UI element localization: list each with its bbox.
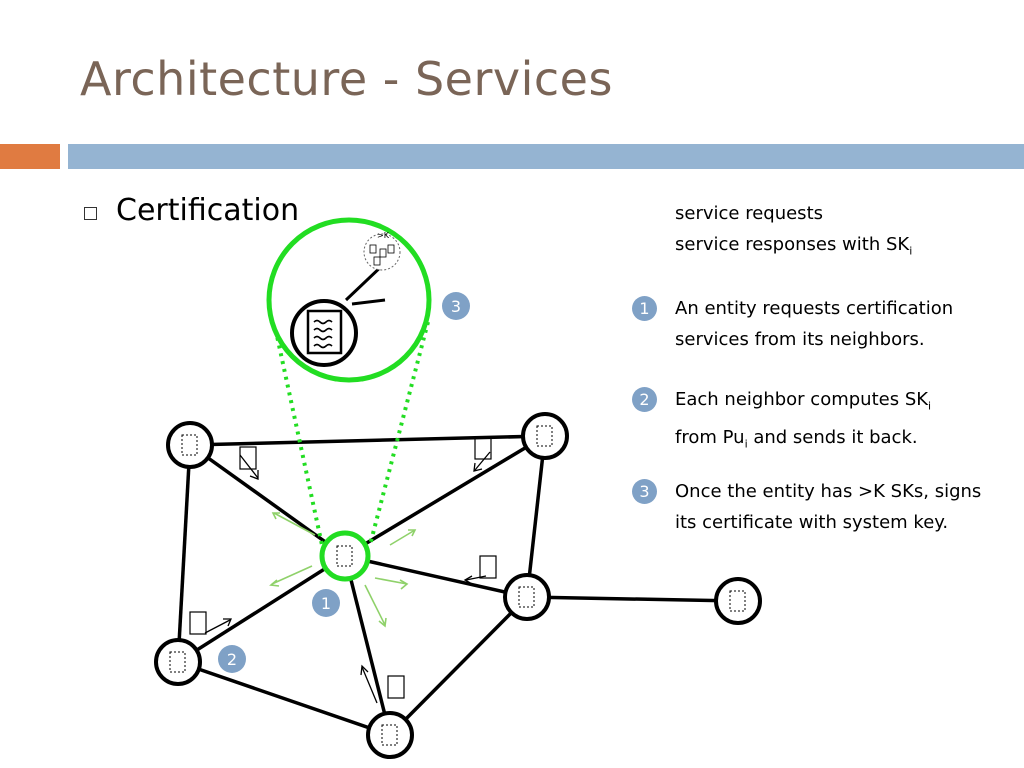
diagram-badge-1: 1 — [312, 589, 340, 617]
edge — [177, 554, 346, 664]
slide-title: Architecture - Services — [80, 52, 613, 106]
step-2: 2 Each neighbor computes SKi from Pui an… — [632, 384, 1012, 450]
black-arrow-icon — [361, 666, 378, 704]
edge — [176, 444, 192, 663]
header-band-accent — [0, 144, 60, 169]
legend-responses-label: service responses with SKi — [675, 234, 913, 258]
edge — [343, 555, 392, 736]
key-icon — [189, 611, 207, 635]
svg-text:3: 3 — [451, 297, 461, 316]
legend-requests-label: service requests — [675, 203, 823, 224]
green-arrow-icon — [374, 577, 408, 585]
node-requester — [319, 530, 371, 582]
key-icon — [479, 555, 497, 579]
node — [503, 573, 551, 621]
step-1-badge: 1 — [632, 296, 657, 321]
step-1: 1 An entity requests certification servi… — [632, 293, 1012, 357]
network-edges — [176, 434, 739, 737]
edge — [526, 595, 739, 603]
request-arrows — [269, 512, 417, 628]
green-arrow-icon — [271, 565, 313, 585]
key-icon — [387, 675, 405, 699]
edge — [344, 554, 528, 599]
node — [714, 577, 762, 625]
certificate-icon — [290, 299, 358, 367]
header-band — [68, 144, 1024, 169]
secret-key-icons — [189, 436, 497, 699]
node — [166, 421, 214, 469]
black-arrow-icon — [204, 619, 231, 634]
svg-text:1: 1 — [321, 594, 331, 613]
step-3-text: Once the entity has >K SKs, signs its ce… — [675, 481, 982, 533]
zoom-label: >K — [377, 231, 390, 240]
node — [154, 638, 202, 686]
step-3-badge: 3 — [632, 479, 657, 504]
network-nodes — [154, 412, 762, 759]
edge — [525, 435, 547, 598]
bullet-square-icon — [84, 207, 97, 220]
edge — [344, 434, 546, 558]
diagram-badge-3: 3 — [442, 292, 470, 320]
green-arrow-icon — [364, 584, 386, 626]
node — [521, 412, 569, 460]
black-arrow-icon — [239, 454, 259, 479]
legend-requests: service requests — [608, 203, 1008, 227]
edge — [189, 434, 546, 447]
step-2-badge: 2 — [632, 387, 657, 412]
step-2-text: Each neighbor computes SKi from Pui and … — [675, 389, 932, 451]
bullet-certification: Certification — [116, 193, 300, 228]
key-icon — [474, 436, 492, 460]
edge — [177, 660, 391, 737]
edge — [188, 443, 347, 558]
step-1-text: An entity requests certification service… — [675, 298, 954, 350]
black-arrow-icon — [465, 575, 487, 581]
legend-responses: service responses with SKi — [608, 234, 1008, 258]
step-3: 3 Once the entity has >K SKs, signs its … — [632, 476, 1012, 572]
key-icon — [239, 446, 257, 470]
diagram-badge-2: 2 — [218, 645, 246, 673]
signature-icon — [344, 233, 401, 306]
node — [366, 711, 414, 759]
green-arrow-icon — [273, 512, 316, 536]
edge — [388, 595, 529, 737]
zoom-lines — [272, 321, 430, 546]
black-arrow-icon — [474, 451, 491, 471]
response-arrows — [204, 451, 491, 704]
svg-text:2: 2 — [227, 650, 237, 669]
green-arrow-icon — [389, 529, 416, 546]
